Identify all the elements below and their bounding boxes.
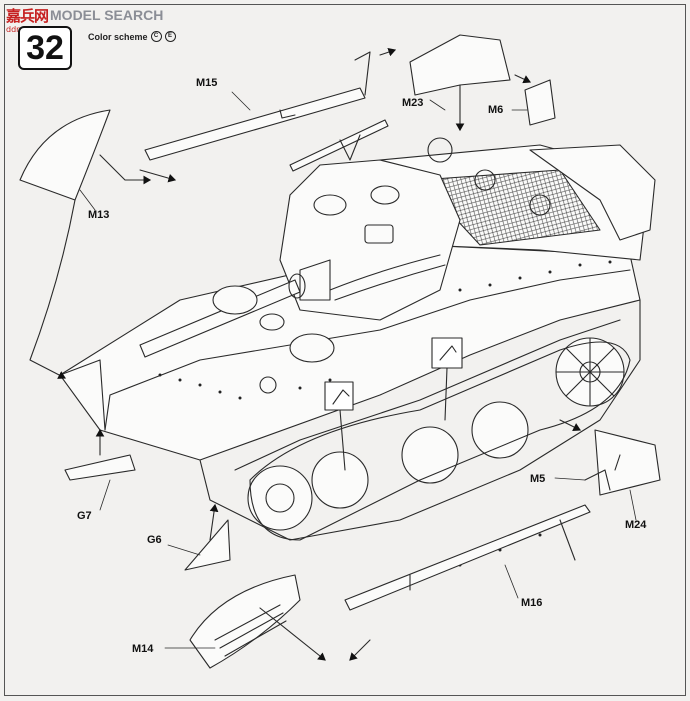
label-m16: M16 <box>521 597 543 609</box>
leader-lines <box>79 91 637 649</box>
part-m13 <box>19 109 152 379</box>
watermark-logo: 嘉兵网 <box>6 6 49 25</box>
label-m5: M5 <box>530 473 546 485</box>
running-gear <box>247 337 631 541</box>
color-scheme-label: Color scheme <box>88 31 148 42</box>
label-m23: M23 <box>402 97 424 109</box>
label-g6: G6 <box>147 534 162 546</box>
label-m6: M6 <box>488 104 504 116</box>
part-m5 <box>559 419 611 491</box>
label-g7: G7 <box>77 510 92 522</box>
label-m13: M13 <box>88 209 110 221</box>
label-m24: M24 <box>625 519 647 531</box>
driver-hatches <box>212 285 335 394</box>
part-m15 <box>139 47 397 183</box>
part-g7 <box>64 428 136 481</box>
diagram-frame <box>4 4 686 696</box>
label-m15: M15 <box>196 77 218 89</box>
part-m6 <box>514 74 556 126</box>
turret <box>279 159 461 321</box>
part-g6 <box>184 503 231 571</box>
part-m14 <box>189 574 326 669</box>
color-scheme-c: C <box>150 31 162 42</box>
color-scheme: Color scheme C E <box>88 31 176 42</box>
part-m24 <box>594 429 661 496</box>
label-m14: M14 <box>132 643 154 655</box>
watermark-text: MODEL SEARCH <box>50 7 164 23</box>
machine-gun <box>289 119 389 172</box>
watermark: 嘉兵网 MODEL SEARCH <box>6 4 163 26</box>
part-m16 <box>344 504 591 661</box>
color-scheme-e: E <box>164 31 176 42</box>
step-number: 32 <box>26 29 64 67</box>
step-number-box: 32 <box>18 26 72 70</box>
hull-body <box>59 244 641 541</box>
part-m23 <box>409 34 511 132</box>
detail-callouts <box>324 337 463 471</box>
